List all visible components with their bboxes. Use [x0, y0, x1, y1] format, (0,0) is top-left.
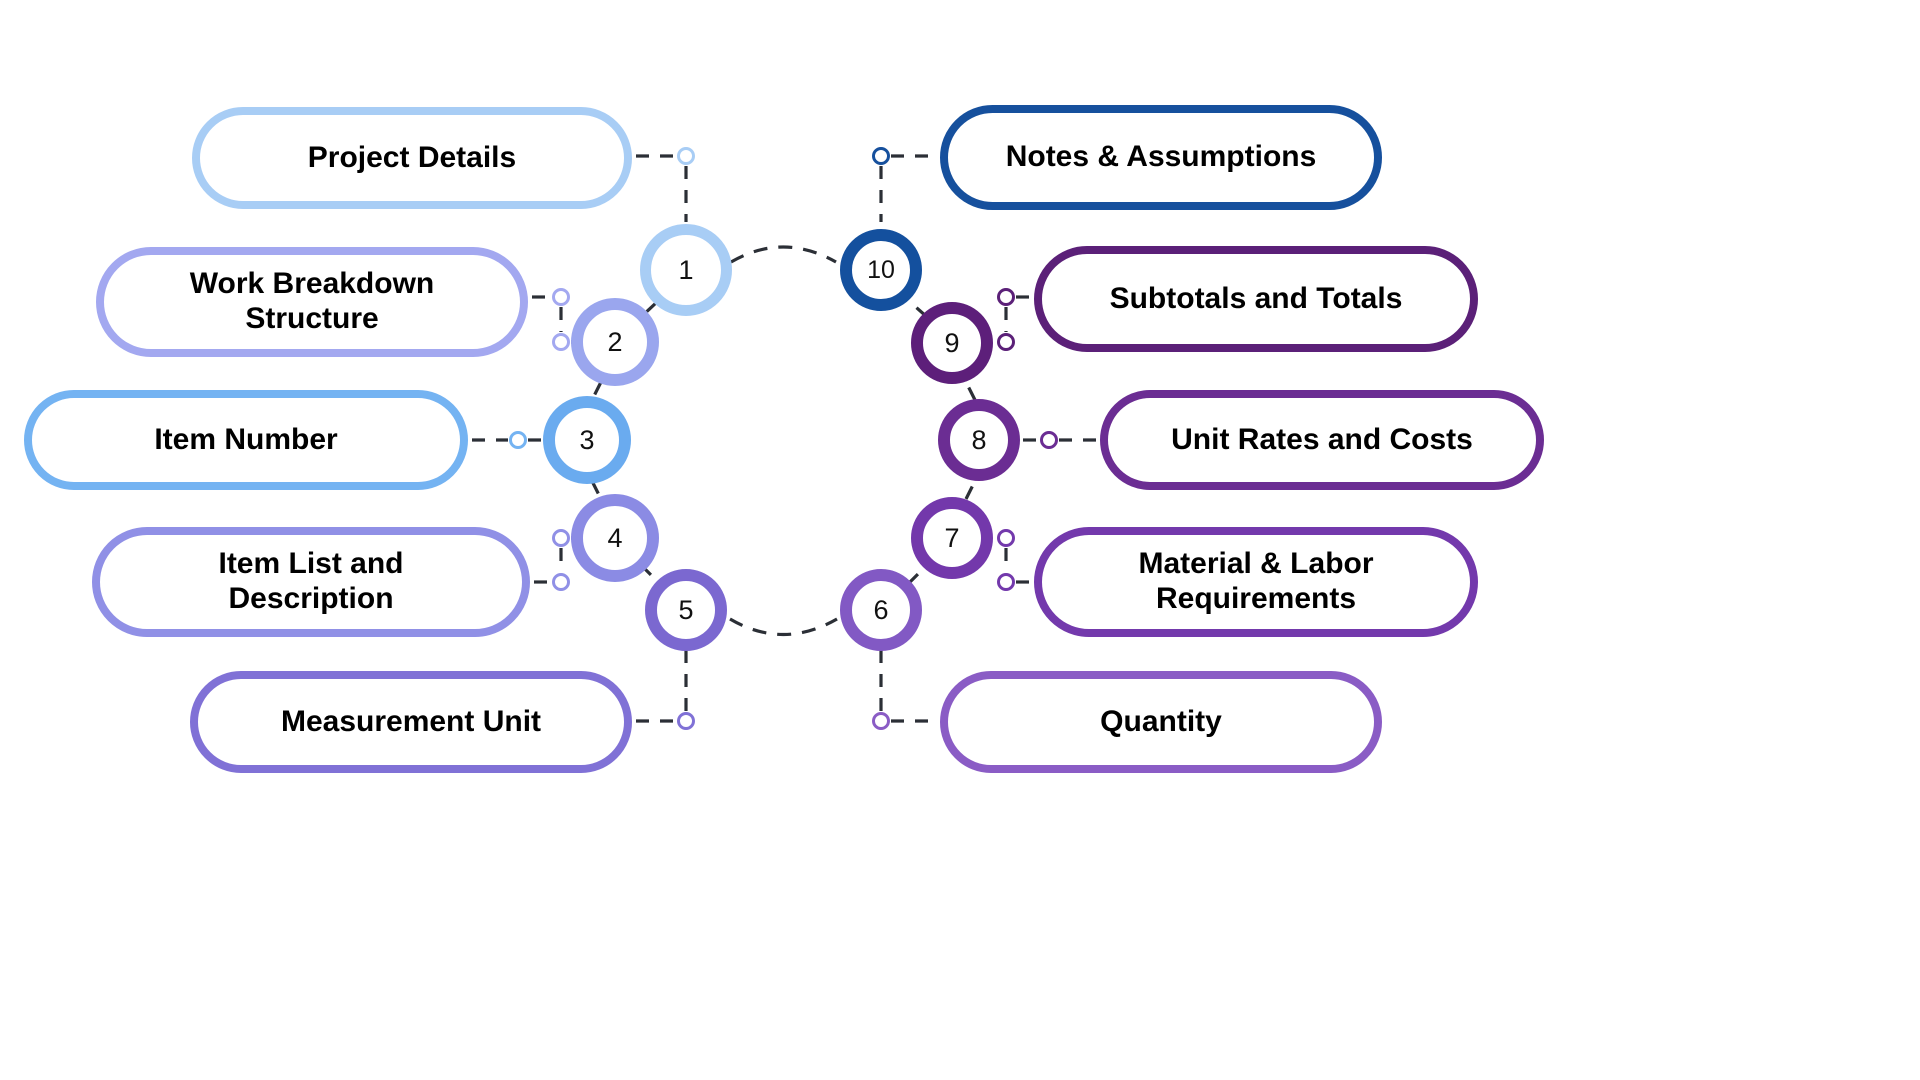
step-node-10[interactable]: 10 — [840, 229, 922, 311]
pill-label-line: Item Number — [154, 422, 338, 456]
arc-1-to-10 — [730, 245, 837, 264]
pill-label-line: Subtotals and Totals — [1109, 281, 1403, 315]
dot-item-number — [509, 431, 527, 449]
dot-item-list-lower — [552, 573, 570, 591]
step-node-5[interactable]: 5 — [645, 569, 727, 651]
pill-label: Subtotals and Totals — [1110, 282, 1403, 317]
step-node-number: 1 — [678, 254, 694, 285]
pill-label: Measurement Unit — [281, 705, 541, 740]
pill-label-line: Material & Labor — [1138, 547, 1374, 581]
pill-label: Item Number — [154, 423, 337, 458]
dot-project-details — [677, 147, 695, 165]
step-node-number: 3 — [579, 424, 595, 455]
seg-7-8 — [964, 480, 977, 500]
step-node-number: 6 — [873, 594, 889, 625]
pill-quantity[interactable]: Quantity — [940, 671, 1382, 773]
pill-label-line: Structure — [245, 302, 379, 335]
step-node-number: 8 — [971, 424, 987, 455]
dot-subtotals-lower — [997, 333, 1015, 351]
pill-label-line: Quantity — [1100, 704, 1222, 738]
dot-subtotals-upper — [997, 288, 1015, 306]
dot-measurement-unit — [677, 712, 695, 730]
pill-label-line: Project Details — [307, 140, 517, 174]
step-node-number: 9 — [944, 327, 960, 358]
pill-item-number[interactable]: Item Number — [24, 390, 468, 490]
dot-material-lower — [997, 573, 1015, 591]
step-node-8[interactable]: 8 — [938, 399, 1020, 481]
pill-label-line: Notes & Assumptions — [1005, 140, 1317, 174]
pill-label-line: Measurement Unit — [280, 704, 542, 738]
step-node-number: 2 — [607, 326, 623, 357]
dot-wbs-lower — [552, 333, 570, 351]
pill-project-details[interactable]: Project Details — [192, 107, 632, 209]
pill-label: Notes & Assumptions — [1006, 140, 1317, 175]
step-node-9[interactable]: 9 — [911, 302, 993, 384]
step-node-3[interactable]: 3 — [543, 396, 631, 484]
pill-label-line: Unit Rates and Costs — [1171, 422, 1473, 456]
pill-unit-rates-and-costs[interactable]: Unit Rates and Costs — [1100, 390, 1544, 490]
pill-label: Unit Rates and Costs — [1171, 423, 1473, 458]
step-node-number: 5 — [678, 594, 694, 625]
dot-item-list-upper — [552, 529, 570, 547]
pill-notes-and-assumptions[interactable]: Notes & Assumptions — [940, 105, 1382, 210]
step-node-6[interactable]: 6 — [840, 569, 922, 651]
dot-material-upper — [997, 529, 1015, 547]
step-node-4[interactable]: 4 — [571, 494, 659, 582]
pill-label: Project Details — [308, 141, 516, 176]
pill-subtotals-and-totals[interactable]: Subtotals and Totals — [1034, 246, 1478, 352]
dot-notes — [872, 147, 890, 165]
step-node-2[interactable]: 2 — [571, 298, 659, 386]
dot-unit-rates — [1040, 431, 1058, 449]
step-node-number: 10 — [867, 255, 895, 284]
pill-label-line: Requirements — [1155, 582, 1357, 615]
arc-5-to-6 — [729, 617, 838, 636]
dot-quantity — [872, 712, 890, 730]
pill-label-line: Item List and — [218, 547, 404, 581]
pill-label: Quantity — [1100, 705, 1222, 740]
step-node-1[interactable]: 1 — [640, 224, 732, 316]
step-node-number: 4 — [607, 522, 623, 553]
pill-measurement-unit[interactable]: Measurement Unit — [190, 671, 632, 773]
step-node-7[interactable]: 7 — [911, 497, 993, 579]
step-node-number: 7 — [944, 522, 960, 553]
dot-wbs-upper — [552, 288, 570, 306]
pill-label-line: Work Breakdown — [189, 267, 435, 301]
seg-8-9 — [964, 381, 977, 401]
pill-label-line: Description — [228, 582, 394, 615]
